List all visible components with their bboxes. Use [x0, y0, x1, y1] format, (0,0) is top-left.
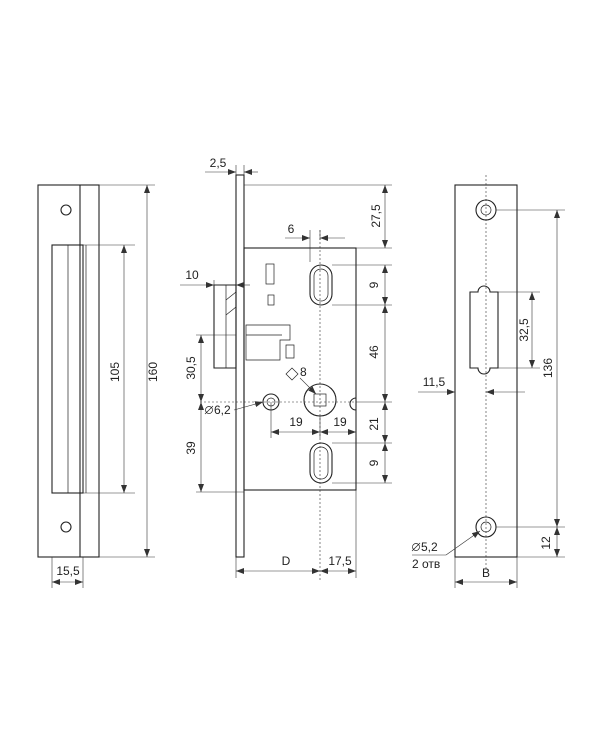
diameter-symbol-icon-2	[412, 543, 420, 551]
dim-faceplate-offset: 11,5	[423, 375, 446, 389]
dim-lower-hole-height: 39	[184, 441, 198, 455]
dim-cylinder-hole: 6,2	[214, 403, 231, 417]
diameter-symbol-icon	[205, 406, 213, 414]
front-faceplate	[454, 175, 518, 570]
dim-square-spindle: 8	[300, 365, 307, 379]
dim-slot-height-bottom: 9	[367, 459, 381, 466]
top-slot	[309, 264, 333, 306]
dim-top-slot: 27,5	[369, 204, 383, 228]
strike-screw-hole-bottom	[60, 521, 72, 533]
dim-latch-depth: 10	[185, 268, 199, 282]
dim-strike-inner: 105	[108, 362, 122, 382]
latch-window	[469, 285, 499, 375]
lock-body	[200, 174, 357, 580]
square-symbol-icon	[285, 367, 299, 381]
dim-latch-height: 30,5	[184, 356, 198, 380]
strike-plate-outline	[37, 184, 100, 558]
latch-bolt	[213, 284, 237, 369]
dim-mount-hole: 5,2	[421, 540, 438, 554]
dim-front-plate: 2,5	[210, 156, 227, 170]
dim-faceplate-width: B	[482, 566, 490, 580]
lock-case	[243, 247, 357, 491]
front-plate	[235, 174, 245, 558]
dim-strike-width: 15,5	[56, 564, 80, 578]
dim-strike-total: 160	[146, 362, 160, 382]
dim-spindle-lower-slot: 21	[367, 417, 381, 431]
faceplate-dimensions: 32,5 136 12 11,5 5,2 2 отв B	[411, 209, 565, 588]
strike-plate	[37, 184, 100, 558]
dim-slot-spacing: 46	[367, 345, 381, 359]
dim-spindle-to-slot: 19	[333, 415, 347, 429]
strike-screw-hole-top	[60, 204, 72, 216]
dim-slot-offset: 6	[288, 222, 295, 236]
dim-faceplate-bottom-hole: 12	[539, 536, 553, 550]
dim-body-offset: 17,5	[328, 554, 352, 568]
strike-window	[51, 244, 84, 494]
dim-faceplate-window: 32,5	[517, 318, 531, 342]
dim-hole-to-spindle: 19	[289, 415, 303, 429]
dim-backset: D	[282, 554, 291, 568]
lock-dimensions: 2,5 27,5 6 9 46 10 30,5 8	[180, 156, 392, 578]
bottom-slot	[309, 442, 333, 484]
strike-dimensions: 160 105 15,5	[51, 184, 160, 588]
dim-slot-height-top: 9	[367, 281, 381, 288]
dim-mount-count: 2 отв	[412, 557, 440, 571]
dim-faceplate-holes: 136	[541, 358, 555, 378]
